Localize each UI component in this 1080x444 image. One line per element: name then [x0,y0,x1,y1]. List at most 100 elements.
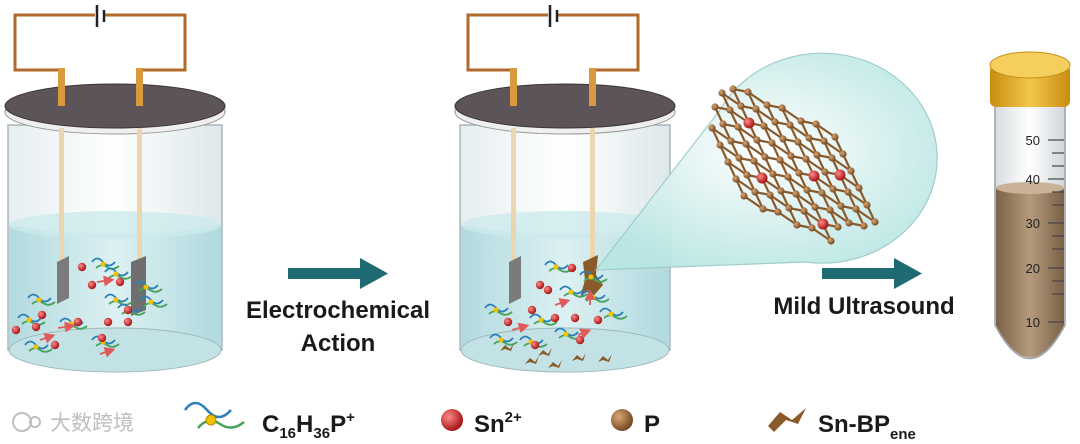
surfactant-molecule [533,320,558,326]
lattice-bond [735,178,756,193]
lattice-phosphorus-atom [744,88,752,96]
lattice-phosphorus-atom [777,187,785,195]
lattice-phosphorus-atom [761,153,769,161]
migration-arrow [99,347,116,358]
lattice-phosphorus-atom [855,184,863,192]
lattice-bond [805,158,826,173]
lattice-phosphorus-atom [734,123,742,131]
sn-bp-nanosheet [500,343,514,351]
lattice-tin-atom [834,169,846,181]
tin-ion [77,262,87,272]
lattice-bond [821,192,842,207]
migration-arrow [39,333,56,344]
tin-ion [31,322,41,332]
lattice-bond [781,107,802,122]
lattice-phosphorus-atom [719,120,727,128]
sn-bp-nanosheet [572,353,586,361]
lattice-phosphorus-atom [871,218,879,226]
lattice-phosphorus-atom [726,106,734,114]
lattice-bond [721,92,742,107]
lattice-bond [797,141,818,156]
lattice-bond [831,157,852,172]
migration-arrow [57,321,76,333]
lattice-phosphorus-atom [787,152,795,160]
lattice-phosphorus-atom [776,156,784,164]
surfactant-head [26,317,32,323]
lattice-phosphorus-atom [795,169,803,177]
sn-bp-nanosheet [598,354,612,362]
solution-species [11,257,628,368]
lattice-bond [737,126,758,141]
step-arrow-2 [822,258,922,289]
lattice-bond [787,176,808,191]
lattice-bond [855,208,876,223]
lattice-phosphorus-atom [779,135,787,143]
lattice-phosphorus-atom [740,192,748,200]
beaker-2 [454,5,676,373]
lattice-phosphorus-atom [808,224,816,232]
tin-ion [550,313,560,323]
phosphorus-atom-icon [611,409,633,431]
lattice-bond [745,143,766,158]
tin-ion [535,280,545,290]
electrode-plate [57,256,69,304]
tin-ion [567,263,577,273]
lattice-phosphorus-atom [800,207,808,215]
lattice-bond [811,227,832,242]
surfactant-molecule [138,287,163,293]
lattice-phosphorus-atom [786,121,794,129]
lattice-phosphorus-atom [820,137,828,145]
tube-tick-label: 50 [1026,133,1040,148]
lattice-bond [815,123,836,138]
tin-ion [37,310,47,320]
lattice-phosphorus-atom [821,168,829,176]
lattice-bond [847,191,868,206]
lattice-phosphorus-atom [811,203,819,211]
lattice-phosphorus-atom [826,206,834,214]
watermark-text: 大数跨境 [50,412,134,435]
tin-ion [503,317,513,327]
lattice-bond [763,125,784,140]
lattice-phosphorus-atom [785,204,793,212]
lattice-tin-atom [808,170,820,182]
lattice-phosphorus-atom [750,157,758,165]
tube-tick-label: 10 [1026,315,1040,330]
step1-label-line1: Electrochemical [246,297,430,324]
surfactant-molecule [21,320,46,326]
tin-ion [527,305,537,315]
lattice-phosphorus-atom [793,221,801,229]
legend-tin-ion: Sn2+ [474,409,522,438]
lattice-bond [779,159,800,174]
lattice-phosphorus-atom [794,138,802,146]
surfactant-head [588,274,594,280]
lattice-phosphorus-atom [759,205,767,213]
tin-ion [123,317,133,327]
lattice-phosphorus-atom [729,85,737,93]
lattice-phosphorus-atom [774,208,782,216]
tube-tick-label: 40 [1026,172,1040,187]
surfactant-molecule [583,277,608,283]
lattice-bond [711,127,732,142]
tin-ion [97,333,107,343]
lattice-phosphorus-atom [847,167,855,175]
lattice-phosphorus-atom [771,118,779,126]
lattice-phosphorus-atom [852,205,860,213]
circuit-wire-1 [13,13,187,72]
lattice-phosphorus-atom [768,139,776,147]
surfactant-molecule [108,300,133,306]
tube-tick-label: 20 [1026,261,1040,276]
lattice-tin-atom [756,172,768,184]
surfactant-molecule [31,300,56,306]
surfactant-molecule [603,314,628,320]
centrifuge-tube: 50 40 30 20 10 [989,51,1071,360]
lattice-phosphorus-atom [753,136,761,144]
lattice-phosphorus-atom [769,170,777,178]
lattice-bond [719,144,740,159]
lattice-bond [795,193,816,208]
migration-arrow [96,275,115,287]
tin-ion [50,340,60,350]
lattice-phosphorus-atom [812,120,820,128]
lattice-phosphorus-atom [716,141,724,149]
